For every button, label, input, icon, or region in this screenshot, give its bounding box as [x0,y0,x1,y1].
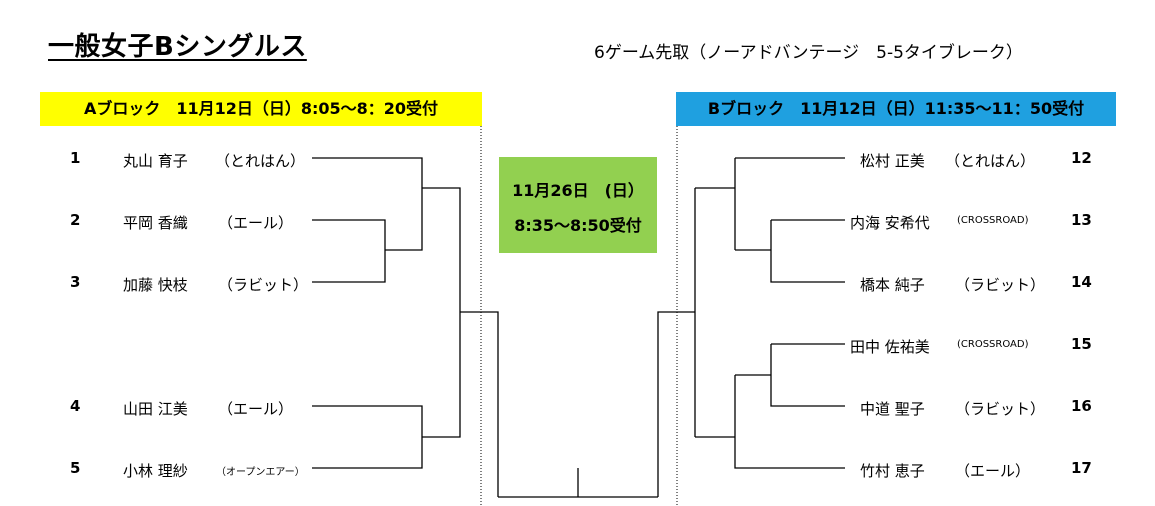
player-club: （ラビット） [955,400,1046,418]
seed-number: 5 [70,459,81,477]
player-club: （とれはん） [945,152,1036,170]
seed-number: 15 [1071,335,1092,353]
final-date: 11月26日 (日） [512,181,644,200]
bracket-line [312,405,423,469]
player-club: （エール） [955,462,1031,480]
player-club: （エール） [218,400,294,418]
block-b-banner: Bブロック 11月12日（日）11:35～11：50受付 [676,92,1116,126]
player-club: （ラビット） [955,276,1046,294]
player-club: （とれはん） [215,152,306,170]
player-name: 山田 江美 [123,400,188,418]
final-schedule-box: 11月26日 (日） 8:35～8:50受付 [499,157,657,253]
seed-number: 14 [1071,273,1092,291]
seed-number: 16 [1071,397,1092,415]
player-name: 丸山 育子 [123,152,188,170]
bracket-line [734,375,845,469]
bracket-line [312,219,386,283]
match-rule-text: 6ゲーム先取（ノーアドバンテージ 5-5タイブレーク） [594,43,1023,63]
player-name: 平岡 香織 [123,214,188,232]
bracket-line [460,311,499,497]
bracket-line [422,312,461,438]
bracket-line [657,311,695,497]
final-time: 8:35～8:50受付 [514,216,642,235]
player-club: (CROSSROAD) [957,215,1029,226]
bracket-line [422,187,461,312]
player-name: 中道 聖子 [860,400,925,418]
seed-number: 3 [70,273,81,291]
player-name: 松村 正美 [860,152,925,170]
player-club: （エール） [218,214,294,232]
seed-number: 1 [70,149,81,167]
player-club: (CROSSROAD) [957,339,1029,350]
seed-number: 4 [70,397,81,415]
seed-number: 17 [1071,459,1092,477]
page-title: 一般女子Bシングルス [48,32,307,62]
player-name: 小林 理紗 [123,462,188,480]
player-name: 内海 安希代 [850,214,930,232]
bracket-line [312,157,423,188]
player-name: 加藤 快枝 [123,276,188,294]
seed-number: 13 [1071,211,1092,229]
bracket-line [385,188,423,251]
player-club: （オープンエアー） [216,467,305,478]
seed-number: 12 [1071,149,1092,167]
player-name: 橋本 純子 [860,276,925,294]
bracket-line [770,220,845,283]
bracket-line [770,344,845,407]
player-club: （ラビット） [218,276,309,294]
player-name: 竹村 恵子 [860,462,925,480]
block-a-banner: Aブロック 11月12日（日）8:05～8：20受付 [40,92,482,126]
seed-number: 2 [70,211,81,229]
player-name: 田中 佐祐美 [850,338,930,356]
